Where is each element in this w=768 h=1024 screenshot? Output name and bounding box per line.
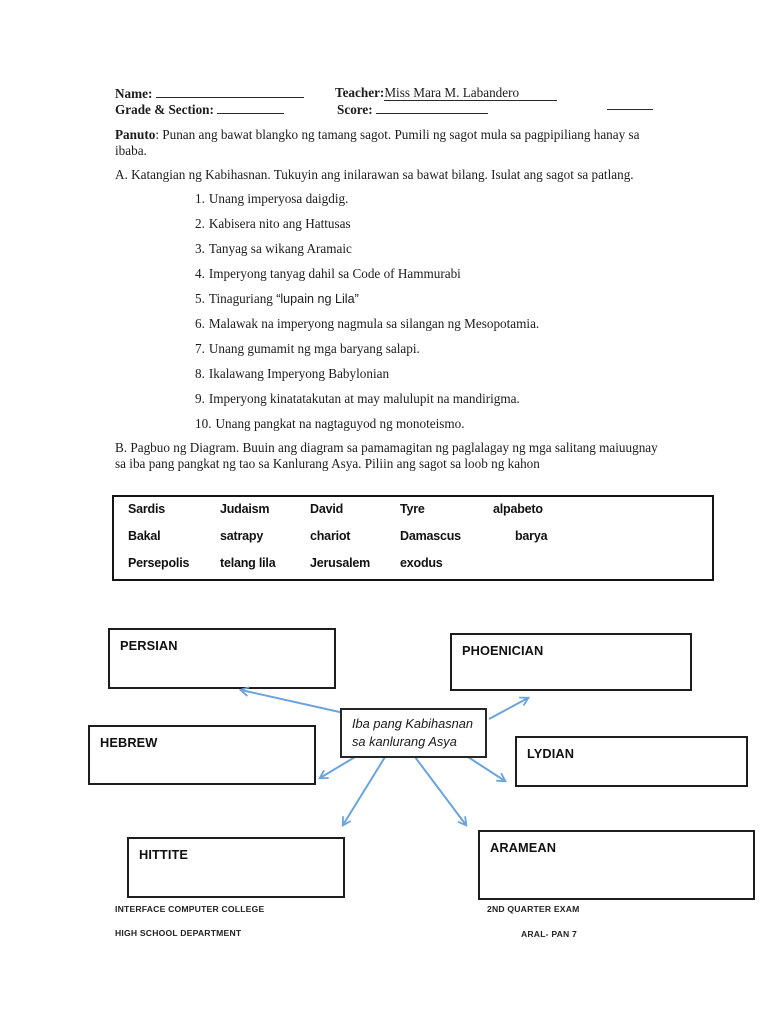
diagram-box-phoenician: PHOENICIAN (450, 633, 692, 691)
word-bank-item: barya (515, 529, 548, 543)
diagram-box-persian: PERSIAN (108, 628, 336, 689)
section-a-list: 1.Unang imperyosa daigdig. 2.Kabisera ni… (195, 191, 539, 441)
arrow-to-hittite (341, 756, 386, 827)
grade-section-blank-line (217, 101, 285, 114)
instructions-line-1: Panuto: Punan ang bawat blangko ng taman… (115, 127, 675, 143)
score-blank-line (375, 101, 488, 114)
score-field: Score: (337, 101, 488, 118)
panuto-label: Panuto (115, 127, 156, 142)
word-bank-item: Judaism (220, 502, 270, 516)
word-bank-item: telang lila (220, 556, 276, 570)
diagram-box-hebrew: HEBREW (88, 725, 316, 785)
footer-school-name: INTERFACE COMPUTER COLLEGE (115, 904, 265, 914)
diagram-box-hittite: HITTITE (127, 837, 345, 898)
word-bank-item: Tyre (400, 502, 425, 516)
word-bank-item: Persepolis (128, 556, 190, 570)
header-line-2: Grade & Section: Score: (115, 101, 675, 117)
general-instructions: Panuto: Punan ang bawat blangko ng taman… (115, 127, 675, 159)
document-header: Name: Teacher:Miss Mara M. Labandero Gra… (115, 85, 675, 117)
diagram-box-aramean: ARAMEAN (478, 830, 755, 900)
instructions-text: : Punan ang bawat blangko ng tamang sago… (155, 127, 640, 142)
list-item: 2.Kabisera nito ang Hattusas (195, 216, 351, 231)
footer-subject: ARAL- PAN 7 (521, 929, 577, 939)
diagram-box-lydian: LYDIAN (515, 736, 748, 787)
word-bank-item: satrapy (220, 529, 264, 543)
word-bank-item: Sardis (128, 502, 166, 516)
word-bank-item: exodus (400, 556, 443, 570)
word-bank-item (493, 556, 712, 583)
footer-department: HIGH SCHOOL DEPARTMENT (115, 928, 242, 938)
teacher-label: Teacher: (335, 85, 385, 100)
grade-section-label: Grade & Section: (115, 102, 214, 117)
header-line-1: Name: Teacher:Miss Mara M. Labandero (115, 85, 675, 110)
arrow-to-persian (238, 686, 345, 714)
header-extra-blank-line (607, 97, 653, 110)
list-item: 5.Tinaguriang “lupain ng Lila” (195, 291, 359, 306)
diagram-center-box: Iba pang Kabihasnan sa kanlurang Asya (340, 708, 487, 758)
quoted-phrase: “lupain ng Lila” (276, 292, 359, 306)
arrow-to-aramean (414, 756, 468, 827)
score-label: Score: (337, 102, 373, 117)
section-b-line-1: B. Pagbuo ng Diagram. Buuin ang diagram … (115, 440, 658, 455)
list-item: 7.Unang gumamit ng mga baryang salapi. (195, 341, 420, 356)
teacher-field: Teacher:Miss Mara M. Labandero (335, 85, 558, 101)
list-item: 10.Unang pangkat na nagtaguyod ng monote… (195, 416, 465, 431)
footer-exam-title: 2ND QUARTER EXAM (487, 904, 580, 914)
list-item: 9.Imperyong kinatatakutan at may malulup… (195, 391, 520, 406)
arrow-to-lydian (467, 756, 507, 783)
name-blank-line (155, 85, 304, 98)
section-b-line-2: sa iba pang pangkat ng tao sa Kanlurang … (115, 456, 540, 471)
section-a-title: A. Katangian ng Kabihasnan. Tukuyin ang … (115, 167, 634, 182)
word-bank-box: Sardis Judaism David Tyre alpabeto Bakal… (112, 495, 714, 581)
list-item: 3.Tanyag sa wikang Aramaic (195, 241, 352, 256)
word-bank-item: chariot (310, 529, 351, 543)
arrow-to-hebrew (317, 756, 356, 780)
word-bank-item: Damascus (400, 529, 461, 543)
list-item: 1.Unang imperyosa daigdig. (195, 191, 349, 206)
list-item: 4.Imperyong tanyag dahil sa Code of Hamm… (195, 266, 461, 281)
word-bank-item: David (310, 502, 344, 516)
center-box-line-1: Iba pang Kabihasnan (352, 716, 473, 731)
name-label: Name: (115, 86, 153, 101)
instructions-line-2: ibaba. (115, 143, 147, 158)
center-box-line-2: sa kanlurang Asya (352, 734, 457, 749)
teacher-value: Miss Mara M. Labandero (384, 85, 558, 101)
list-item: 8.Ikalawang Imperyong Babylonian (195, 366, 390, 381)
word-bank-item: Jerusalem (310, 556, 371, 570)
list-item: 6.Malawak na imperyong nagmula sa silang… (195, 316, 540, 331)
word-bank-item: alpabeto (493, 502, 543, 516)
section-b-title: B. Pagbuo ng Diagram. Buuin ang diagram … (115, 440, 695, 472)
arrow-to-phoenician (488, 696, 531, 720)
word-bank-item: Bakal (128, 529, 161, 543)
